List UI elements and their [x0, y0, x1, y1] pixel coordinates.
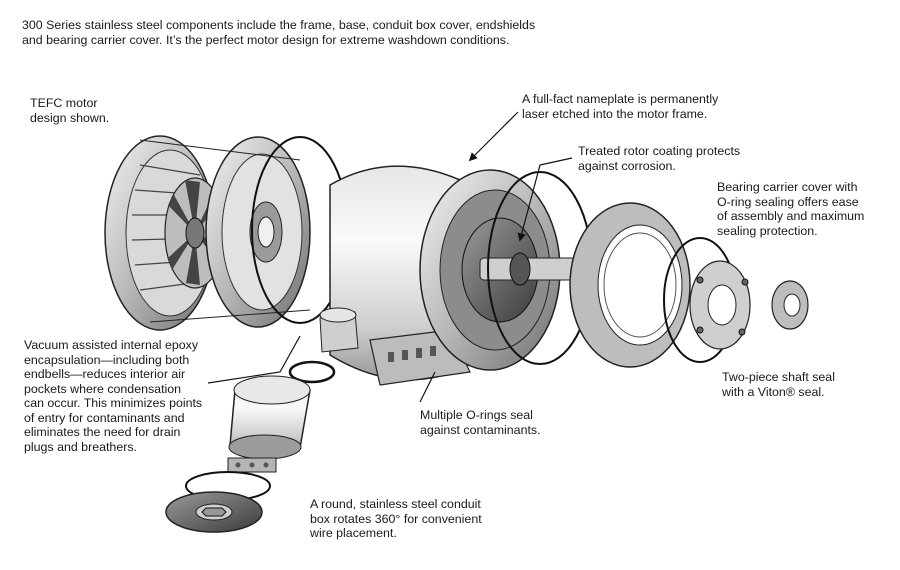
callout-line: O-ring sealing offers ease: [717, 194, 859, 209]
intro-text: 300 Series stainless steel components in…: [22, 18, 662, 48]
callout-line: Multiple O-rings seal: [420, 408, 533, 422]
callout-line: with a Viton® seal.: [722, 384, 825, 399]
callout-bearing: Bearing carrier cover with O-ring sealin…: [717, 180, 864, 238]
callout-line: encapsulation—including both: [24, 352, 190, 367]
shaft-seal: [771, 280, 809, 330]
rear-endshield: [139, 136, 311, 328]
intro-line: and bearing carrier cover. It’s the perf…: [22, 33, 510, 47]
bearing-carrier-plate: [689, 260, 751, 350]
callout-line: Vacuum assisted internal epoxy: [24, 338, 199, 352]
callout-line: pockets where condensation: [24, 381, 182, 396]
callout-nameplate: A full-fact nameplate is permanently las…: [522, 92, 718, 121]
callout-line: plugs and breathers.: [24, 439, 137, 454]
callout-line: wire placement.: [310, 526, 397, 540]
callout-orings: Multiple O-rings seal against contaminan…: [420, 408, 541, 437]
callout-line: laser etched into the motor frame.: [522, 106, 708, 121]
conduit-box: [228, 375, 311, 460]
leader-lines: [207, 111, 573, 403]
conduit-cover: [165, 491, 263, 533]
bearing-carrier-cover: [569, 202, 691, 368]
callout-conduit: A round, stainless steel conduit box rot…: [310, 497, 482, 541]
callout-tefc: TEFC motor design shown.: [30, 96, 109, 125]
callout-line: Two-piece shaft seal: [722, 370, 835, 384]
callout-line: Bearing carrier cover with: [717, 180, 858, 194]
callout-line: sealing protection.: [717, 223, 818, 238]
callout-line: eliminates the need for drain: [24, 425, 181, 439]
callout-line: can occur. This minimizes points: [24, 396, 203, 410]
callout-line: TEFC motor: [30, 96, 98, 110]
conduit-nipple: [319, 307, 359, 353]
callout-line: against contaminants.: [420, 422, 541, 437]
callout-line: design shown.: [30, 110, 110, 125]
callout-line: against corrosion.: [578, 158, 676, 173]
callout-line: box rotates 360° for convenient: [310, 511, 482, 526]
callout-line: A round, stainless steel conduit: [310, 497, 481, 511]
callout-vacuum: Vacuum assisted internal epoxy encapsula…: [24, 338, 202, 454]
callout-line: of entry for contaminants and: [24, 410, 185, 425]
callout-line: of assembly and maximum: [717, 209, 865, 223]
callout-line: endbells—reduces interior air: [24, 367, 186, 381]
oring-conduit: [288, 360, 336, 384]
callout-line: Treated rotor coating protects: [578, 144, 741, 158]
callout-line: A full-fact nameplate is permanently: [522, 92, 719, 106]
callout-rotor: Treated rotor coating protects against c…: [578, 144, 740, 173]
terminal-block: [227, 457, 277, 473]
intro-line: 300 Series stainless steel components in…: [22, 18, 536, 32]
callout-shaft-seal: Two-piece shaft seal with a Viton® seal.: [722, 370, 835, 399]
